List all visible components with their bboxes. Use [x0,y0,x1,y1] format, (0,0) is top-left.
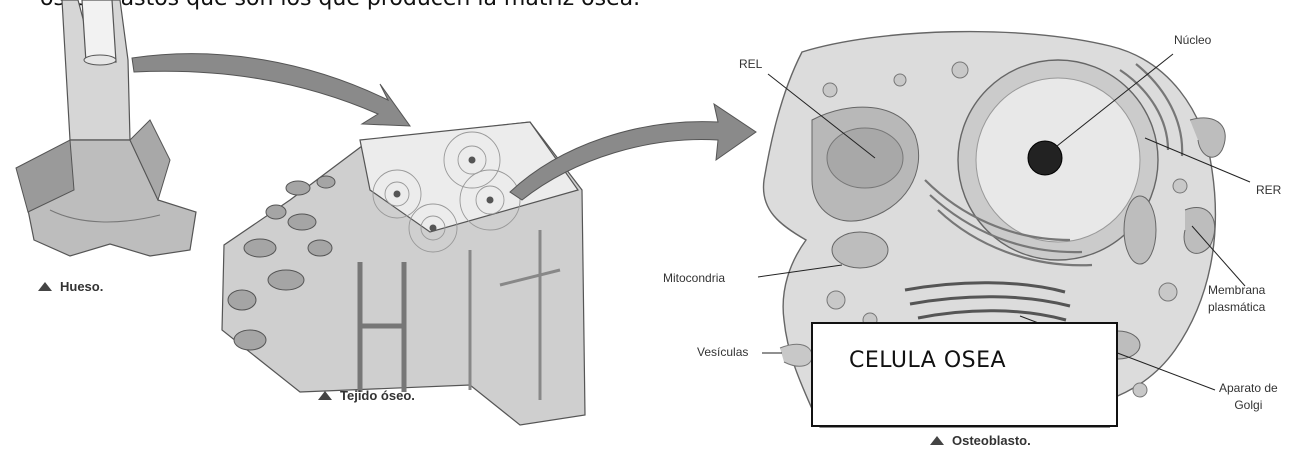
triangle-icon [318,391,332,400]
label-rel: REL [739,57,762,71]
label-aparato-de-golgi: Aparato de Golgi [1219,380,1278,414]
bone-tissue-illustration [222,122,585,425]
label-vesiculas: Vesículas [697,345,748,359]
label-membrana-plasmatica: Membrana plasmática [1208,282,1265,316]
caption-tejido-oseo: Tejido óseo. [318,388,415,403]
arrow-bone-to-tissue [132,54,410,126]
label-rer: RER [1256,183,1281,197]
label-mitocondria: Mitocondria [663,271,725,285]
celula-osea-box: CELULA OSEA [811,322,1118,427]
celula-osea-label: CELULA OSEA [849,348,1006,373]
triangle-icon [930,436,944,445]
caption-osteoblasto: Osteoblasto. [930,433,1031,448]
caption-hueso: Hueso. [38,279,103,294]
label-nucleo: Núcleo [1174,33,1211,47]
bone-illustration [16,0,196,256]
triangle-icon [38,282,52,291]
